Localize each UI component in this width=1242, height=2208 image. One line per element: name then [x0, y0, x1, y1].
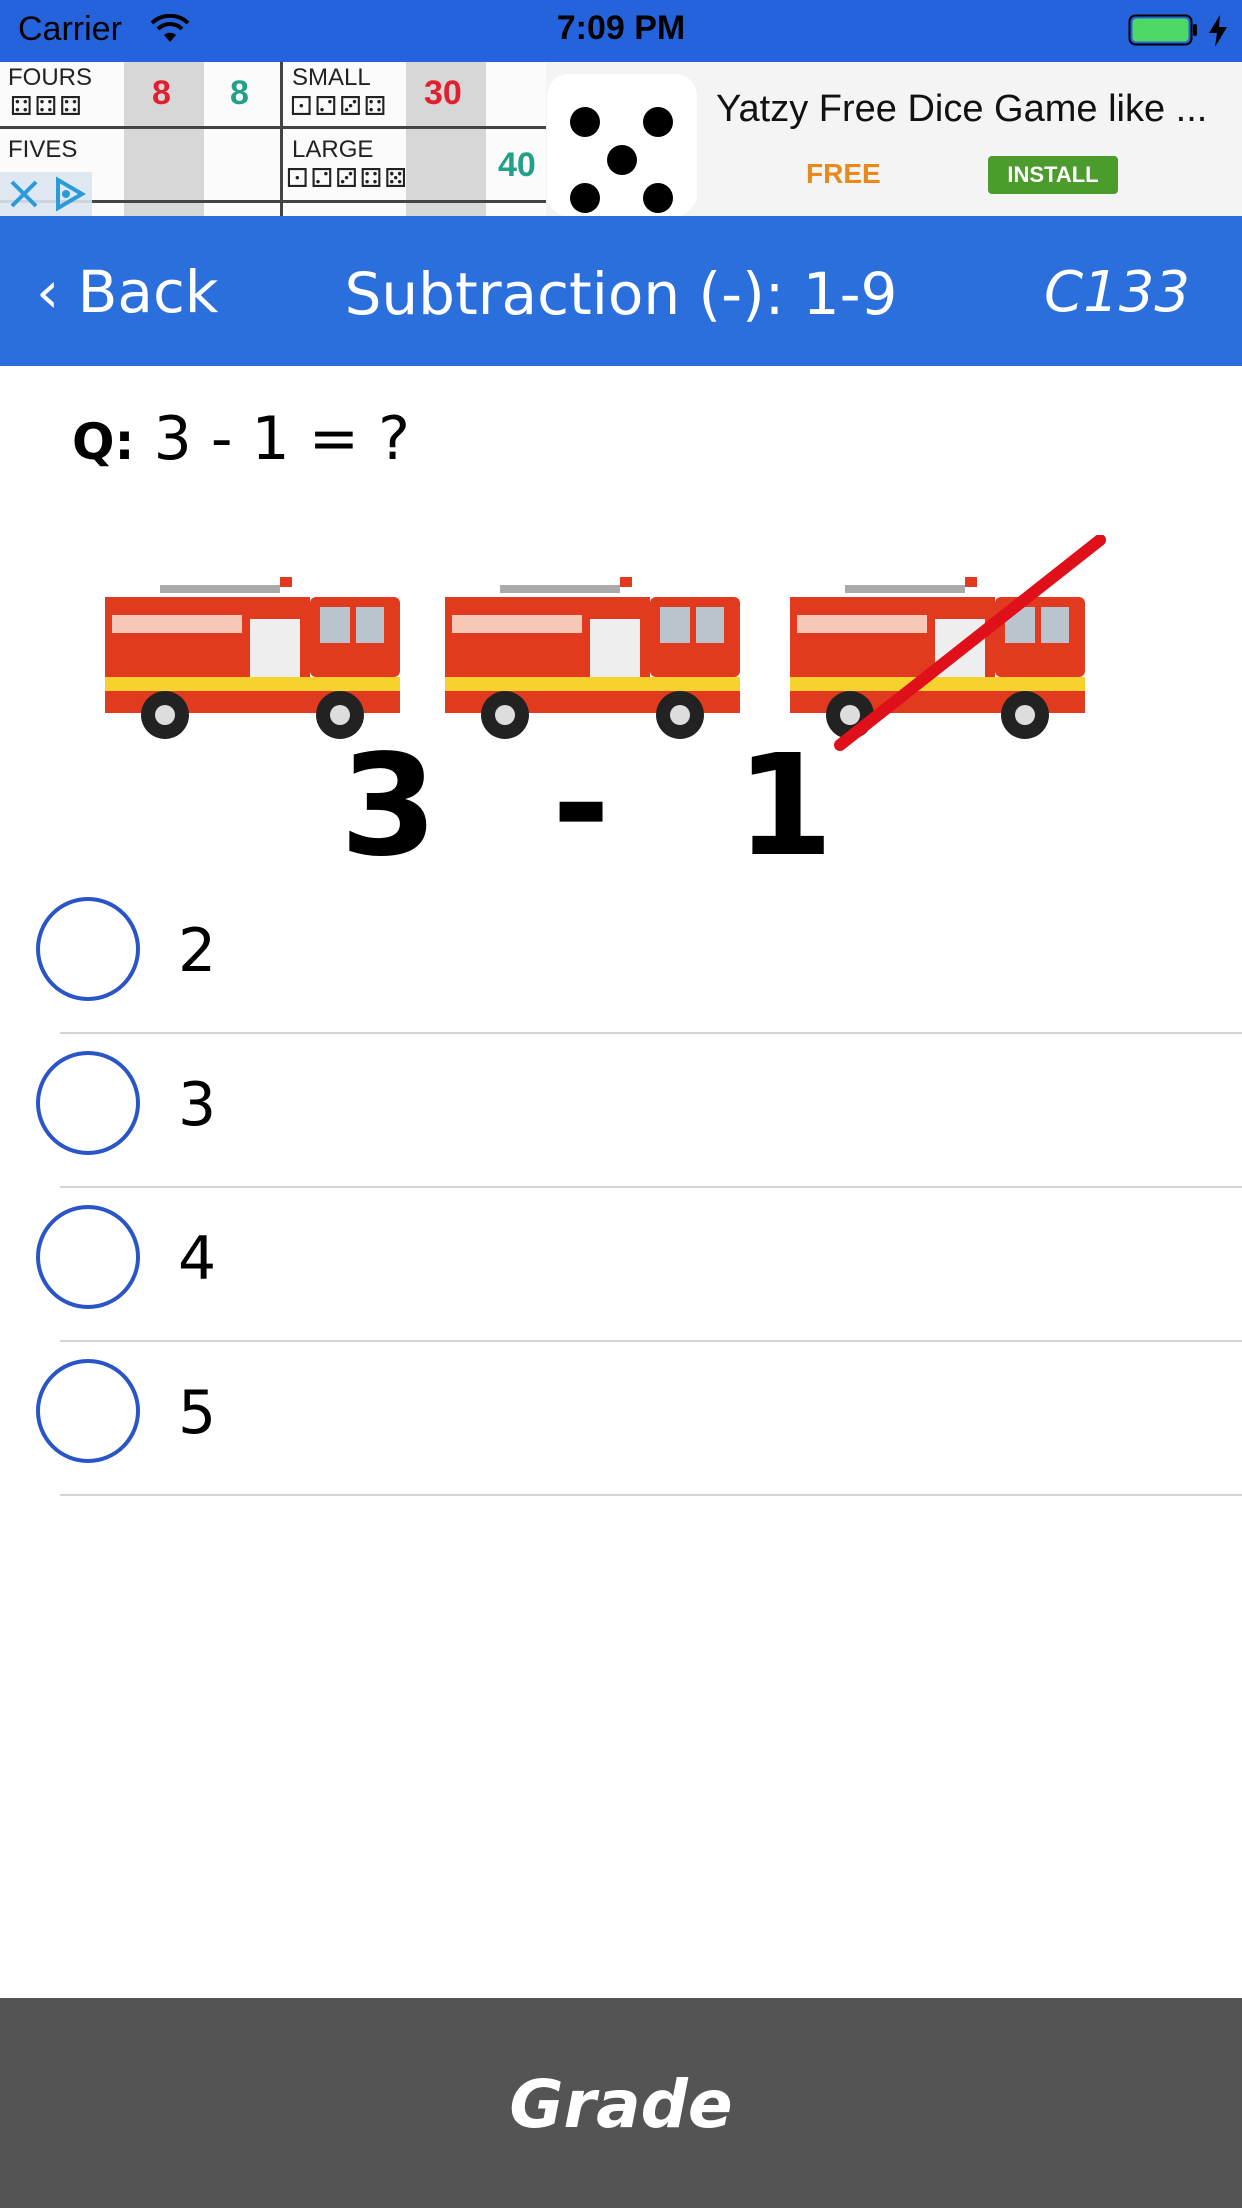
- ad-banner[interactable]: FOURS ⚃⚃⚃ 8 8 SMALL ⚀⚁⚂⚃ 30 FIVES LARGE …: [0, 62, 1242, 216]
- status-bar: Carrier 7:09 PM: [0, 0, 1242, 62]
- ad-score: 8: [152, 74, 171, 112]
- carrier-label: Carrier: [18, 10, 122, 48]
- ad-fours-label: FOURS: [8, 64, 92, 91]
- ad-install-button[interactable]: INSTALL: [988, 156, 1118, 194]
- ad-small-label: SMALL: [292, 64, 371, 91]
- close-icon[interactable]: [4, 174, 44, 214]
- fire-truck-icon: [445, 577, 740, 739]
- ad-close-button[interactable]: [0, 172, 92, 216]
- answer-option-label: 4: [178, 1224, 217, 1294]
- illustration-subtrahend: 1: [736, 725, 834, 888]
- ad-fives-label: FIVES: [8, 136, 78, 163]
- answer-option-label: 3: [178, 1070, 217, 1140]
- ad-divider: [0, 200, 546, 203]
- ad-dice-glyphs: ⚀⚁⚂⚃⚄: [286, 164, 409, 194]
- question-equation: 3 - 1 = ?: [134, 404, 410, 474]
- grade-button[interactable]: Grade: [0, 1998, 1242, 2208]
- ad-score: 40: [498, 146, 536, 184]
- fire-truck-icon: [790, 577, 1085, 739]
- ad-score: 8: [230, 74, 249, 112]
- ad-gray-column: [124, 62, 204, 216]
- answer-option[interactable]: 3: [0, 1034, 1242, 1188]
- battery-icon: [1128, 14, 1197, 46]
- navigation-bar: ‹ Back Subtraction (-): 1-9 C133: [0, 216, 1242, 366]
- ad-gray-column: [406, 62, 486, 216]
- back-button[interactable]: ‹ Back: [36, 258, 219, 326]
- page-title: Subtraction (-): 1-9: [344, 260, 898, 328]
- divider: [60, 1032, 1242, 1034]
- subtraction-illustration: 3 - 1: [100, 525, 1120, 888]
- ad-divider: [280, 62, 283, 216]
- wifi-icon: [150, 14, 190, 42]
- answer-option[interactable]: 2: [0, 880, 1242, 1034]
- dice-app-icon[interactable]: [547, 74, 697, 216]
- ad-divider: [0, 126, 546, 129]
- radio-button[interactable]: [36, 897, 140, 1001]
- ad-price-label: FREE: [806, 158, 881, 189]
- lesson-code: C133: [1044, 260, 1190, 325]
- cross-out-line-icon: [834, 535, 1106, 751]
- question-text: Q: 3 - 1 = ?: [72, 404, 410, 474]
- ad-choices-icon[interactable]: [48, 174, 88, 214]
- answer-option[interactable]: 5: [0, 1342, 1242, 1496]
- illustration-minuend: 3: [340, 725, 438, 888]
- answer-option[interactable]: 4: [0, 1188, 1242, 1342]
- answer-option-label: 2: [178, 916, 217, 986]
- divider: [60, 1340, 1242, 1342]
- ad-title[interactable]: Yatzy Free Dice Game like ...: [716, 88, 1208, 130]
- fire-truck-icon: [105, 577, 400, 739]
- ad-scoresheet-image: FOURS ⚃⚃⚃ 8 8 SMALL ⚀⚁⚂⚃ 30 FIVES LARGE …: [0, 62, 546, 216]
- ad-large-label: LARGE: [292, 136, 374, 163]
- radio-button[interactable]: [36, 1051, 140, 1155]
- charging-bolt-icon: [1209, 15, 1227, 47]
- illustration-operator: -: [552, 723, 611, 886]
- divider: [60, 1494, 1242, 1496]
- answer-option-label: 5: [178, 1378, 217, 1448]
- question-prefix: Q:: [72, 413, 135, 471]
- radio-button[interactable]: [36, 1359, 140, 1463]
- grade-button-label: Grade: [509, 2066, 733, 2143]
- status-time: 7:09 PM: [556, 9, 686, 47]
- ad-score: 30: [424, 74, 462, 112]
- radio-button[interactable]: [36, 1205, 140, 1309]
- divider: [60, 1186, 1242, 1188]
- ad-dice-glyphs: ⚃⚃⚃: [10, 92, 84, 122]
- ad-dice-glyphs: ⚀⚁⚂⚃: [290, 92, 389, 122]
